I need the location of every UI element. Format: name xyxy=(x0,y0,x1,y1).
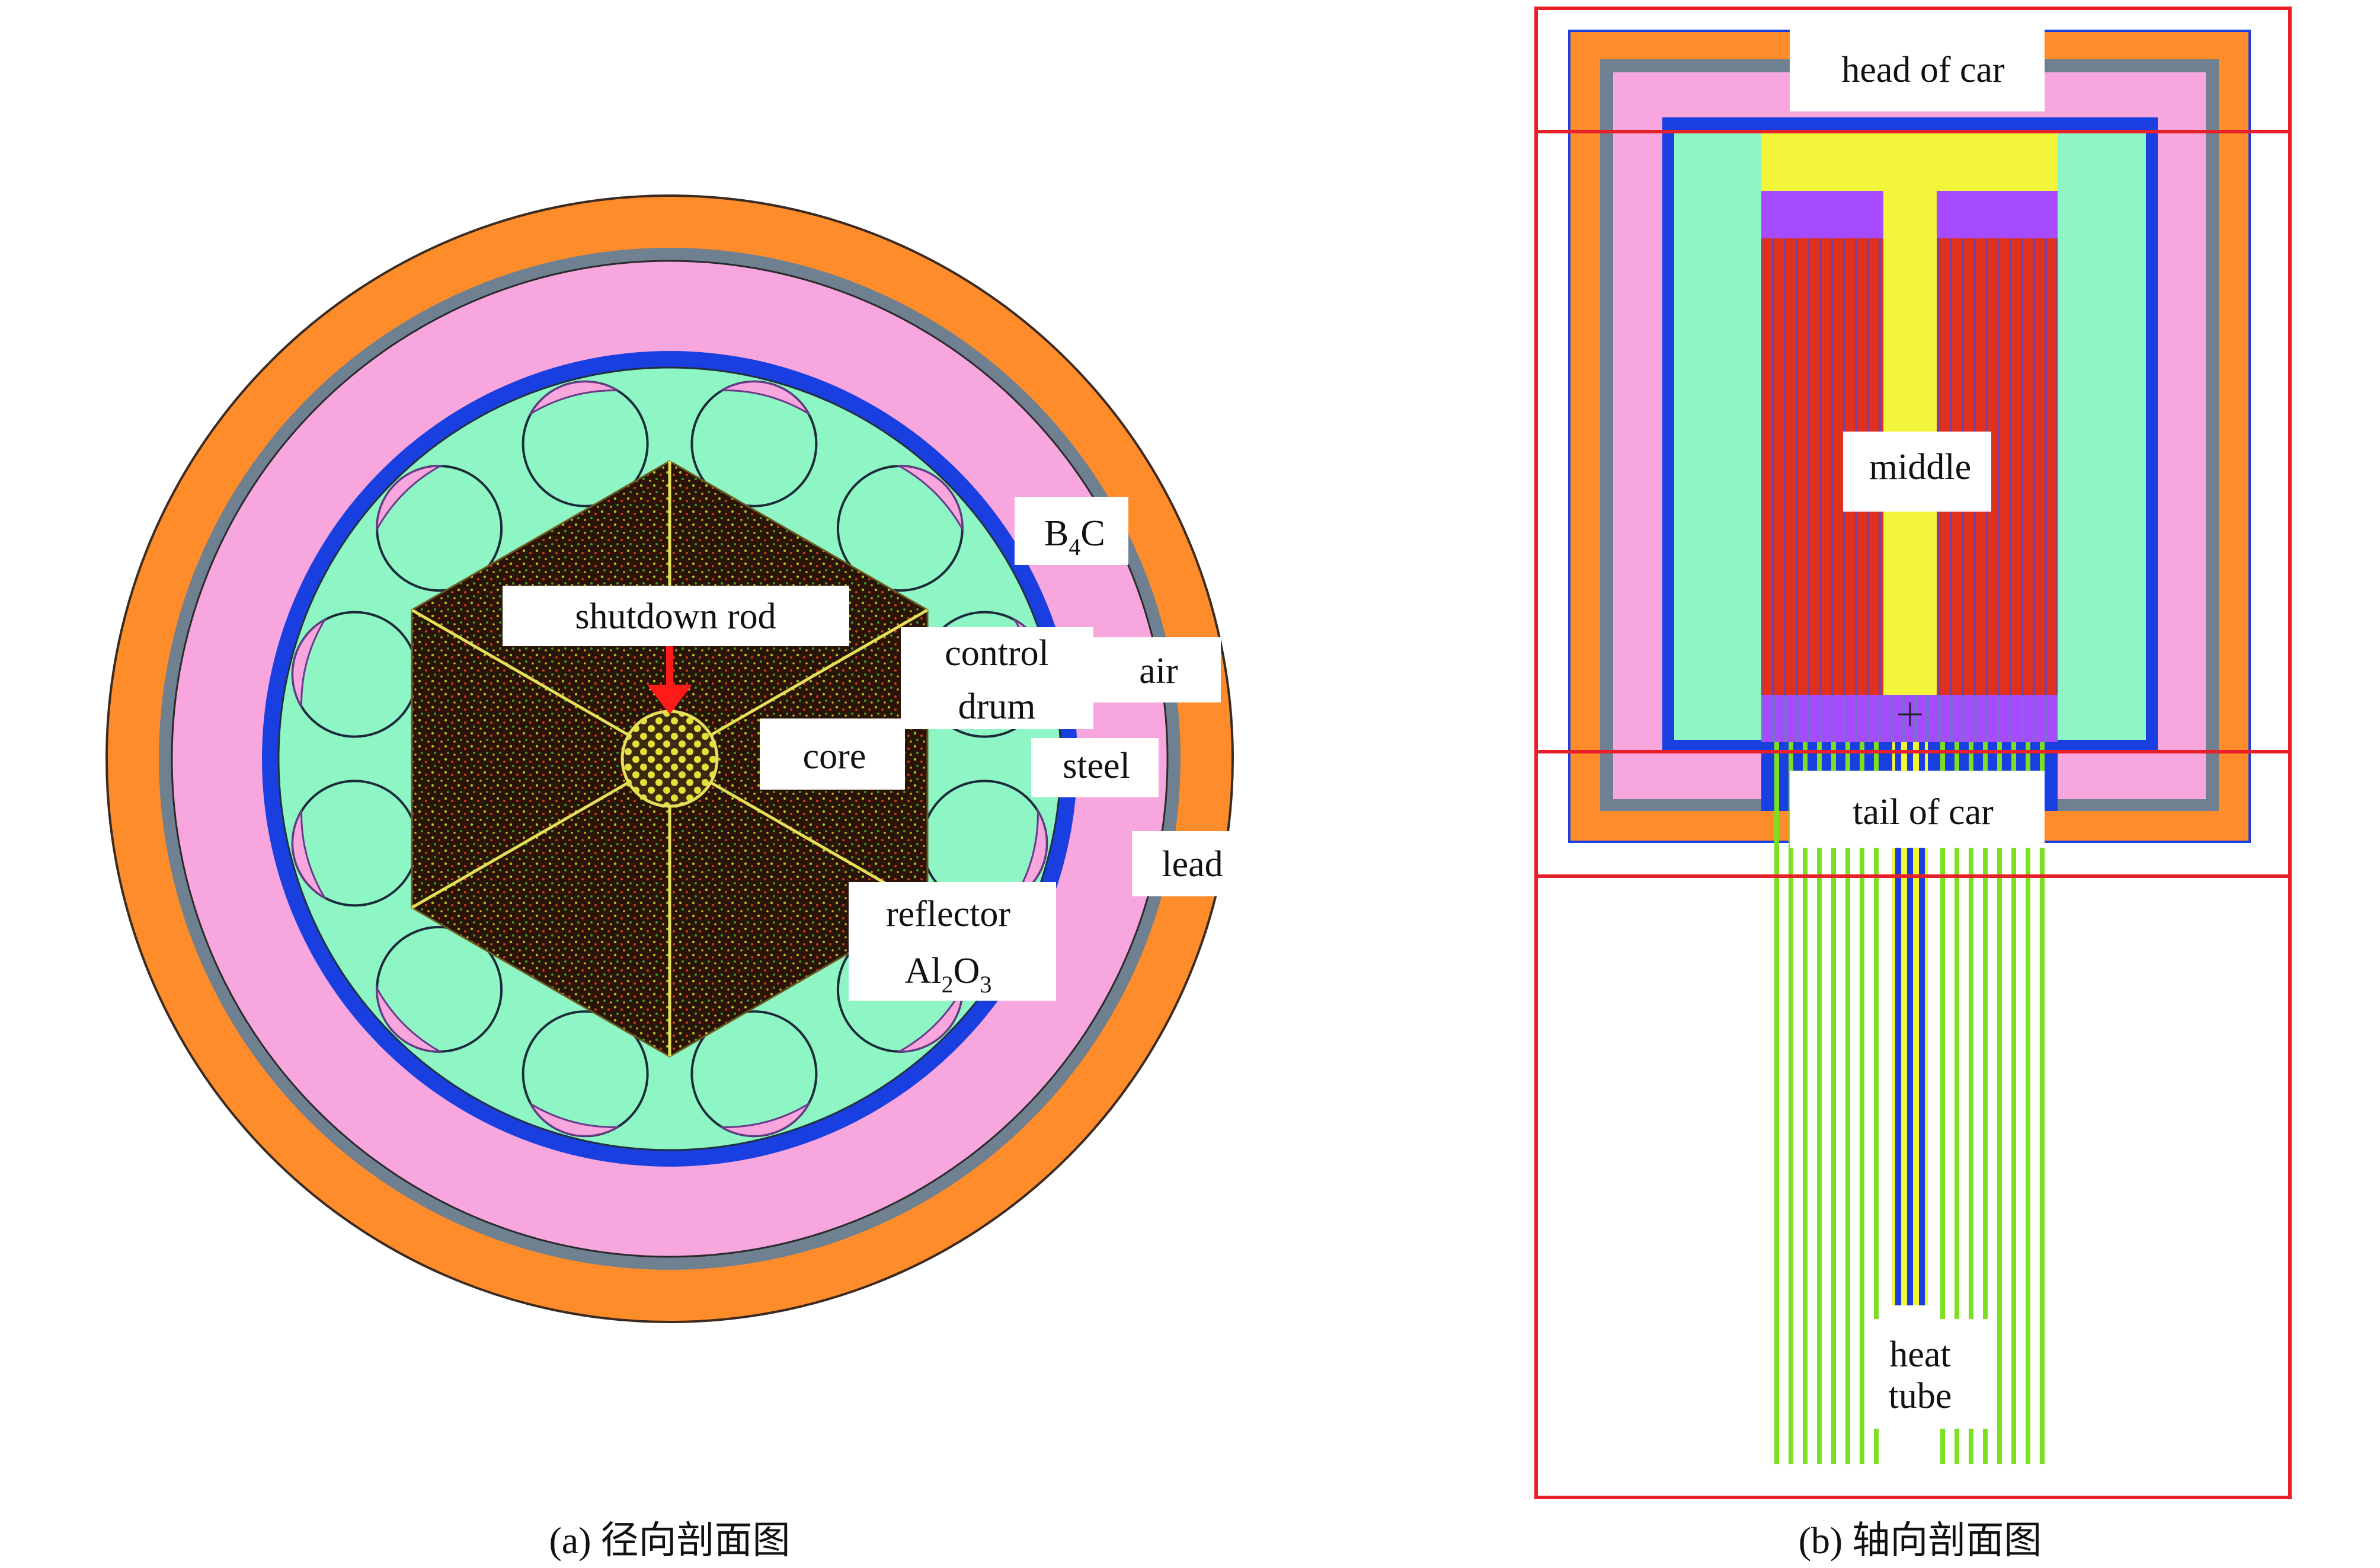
label-air: air xyxy=(1089,637,1221,702)
control-drum-absorber xyxy=(718,381,811,416)
svg-text:tube: tube xyxy=(1889,1376,1952,1416)
label-tail-of-car: tail of car xyxy=(1790,771,2045,848)
axial-section xyxy=(1534,7,2292,1499)
svg-text:head of car: head of car xyxy=(1841,50,2005,90)
svg-text:reflector: reflector xyxy=(886,894,1010,934)
shutdown-rod-channel xyxy=(620,710,719,808)
svg-text:shutdown rod: shutdown rod xyxy=(575,596,776,637)
svg-text:middle: middle xyxy=(1869,447,1971,487)
svg-text:steel: steel xyxy=(1063,746,1130,786)
control-drum-absorber xyxy=(376,985,444,1053)
svg-text:air: air xyxy=(1139,651,1178,691)
label-head-of-car: head of car xyxy=(1790,28,2045,111)
svg-text:B4C: B4C xyxy=(1044,513,1105,560)
label-steel: steel xyxy=(1031,738,1159,797)
label-middle: middle xyxy=(1843,432,1991,512)
control-drum-absorber xyxy=(528,381,621,416)
control-drum-absorber xyxy=(718,1101,811,1137)
control-drum-absorber xyxy=(292,617,327,710)
shutdown-rod-arrow xyxy=(647,643,692,714)
right-top-purple-block xyxy=(1937,191,2058,238)
label-reflector: reflector Al2O3 xyxy=(849,882,1056,1001)
svg-text:lead: lead xyxy=(1162,844,1223,884)
section-boxes xyxy=(1534,7,2292,1499)
control-drum-absorber xyxy=(895,465,964,533)
svg-text:control: control xyxy=(945,633,1049,673)
control-drum-absorber xyxy=(895,985,964,1053)
label-core: core xyxy=(760,718,905,790)
control-drum-absorber xyxy=(292,807,327,900)
svg-text:Al2O3: Al2O3 xyxy=(905,951,992,998)
caption-a: (a) 径向剖面图 xyxy=(549,1519,790,1561)
svg-text:tail of car: tail of car xyxy=(1853,792,1994,832)
left-top-purple-block xyxy=(1761,191,1883,238)
label-control-drum: control drum xyxy=(901,627,1093,729)
svg-text:core: core xyxy=(803,736,866,777)
label-lead: lead xyxy=(1132,831,1234,896)
label-shutdown-rod: shutdown rod xyxy=(503,586,849,646)
svg-text:heat: heat xyxy=(1889,1334,1950,1375)
caption-b: (b) 轴向剖面图 xyxy=(1799,1519,2042,1561)
svg-text:drum: drum xyxy=(958,686,1036,727)
control-drum-absorber xyxy=(376,465,444,533)
label-b4c: B4C xyxy=(1015,497,1128,565)
label-heat-tube: heat tube xyxy=(1867,1319,1991,1429)
control-drum-absorber xyxy=(528,1101,621,1137)
